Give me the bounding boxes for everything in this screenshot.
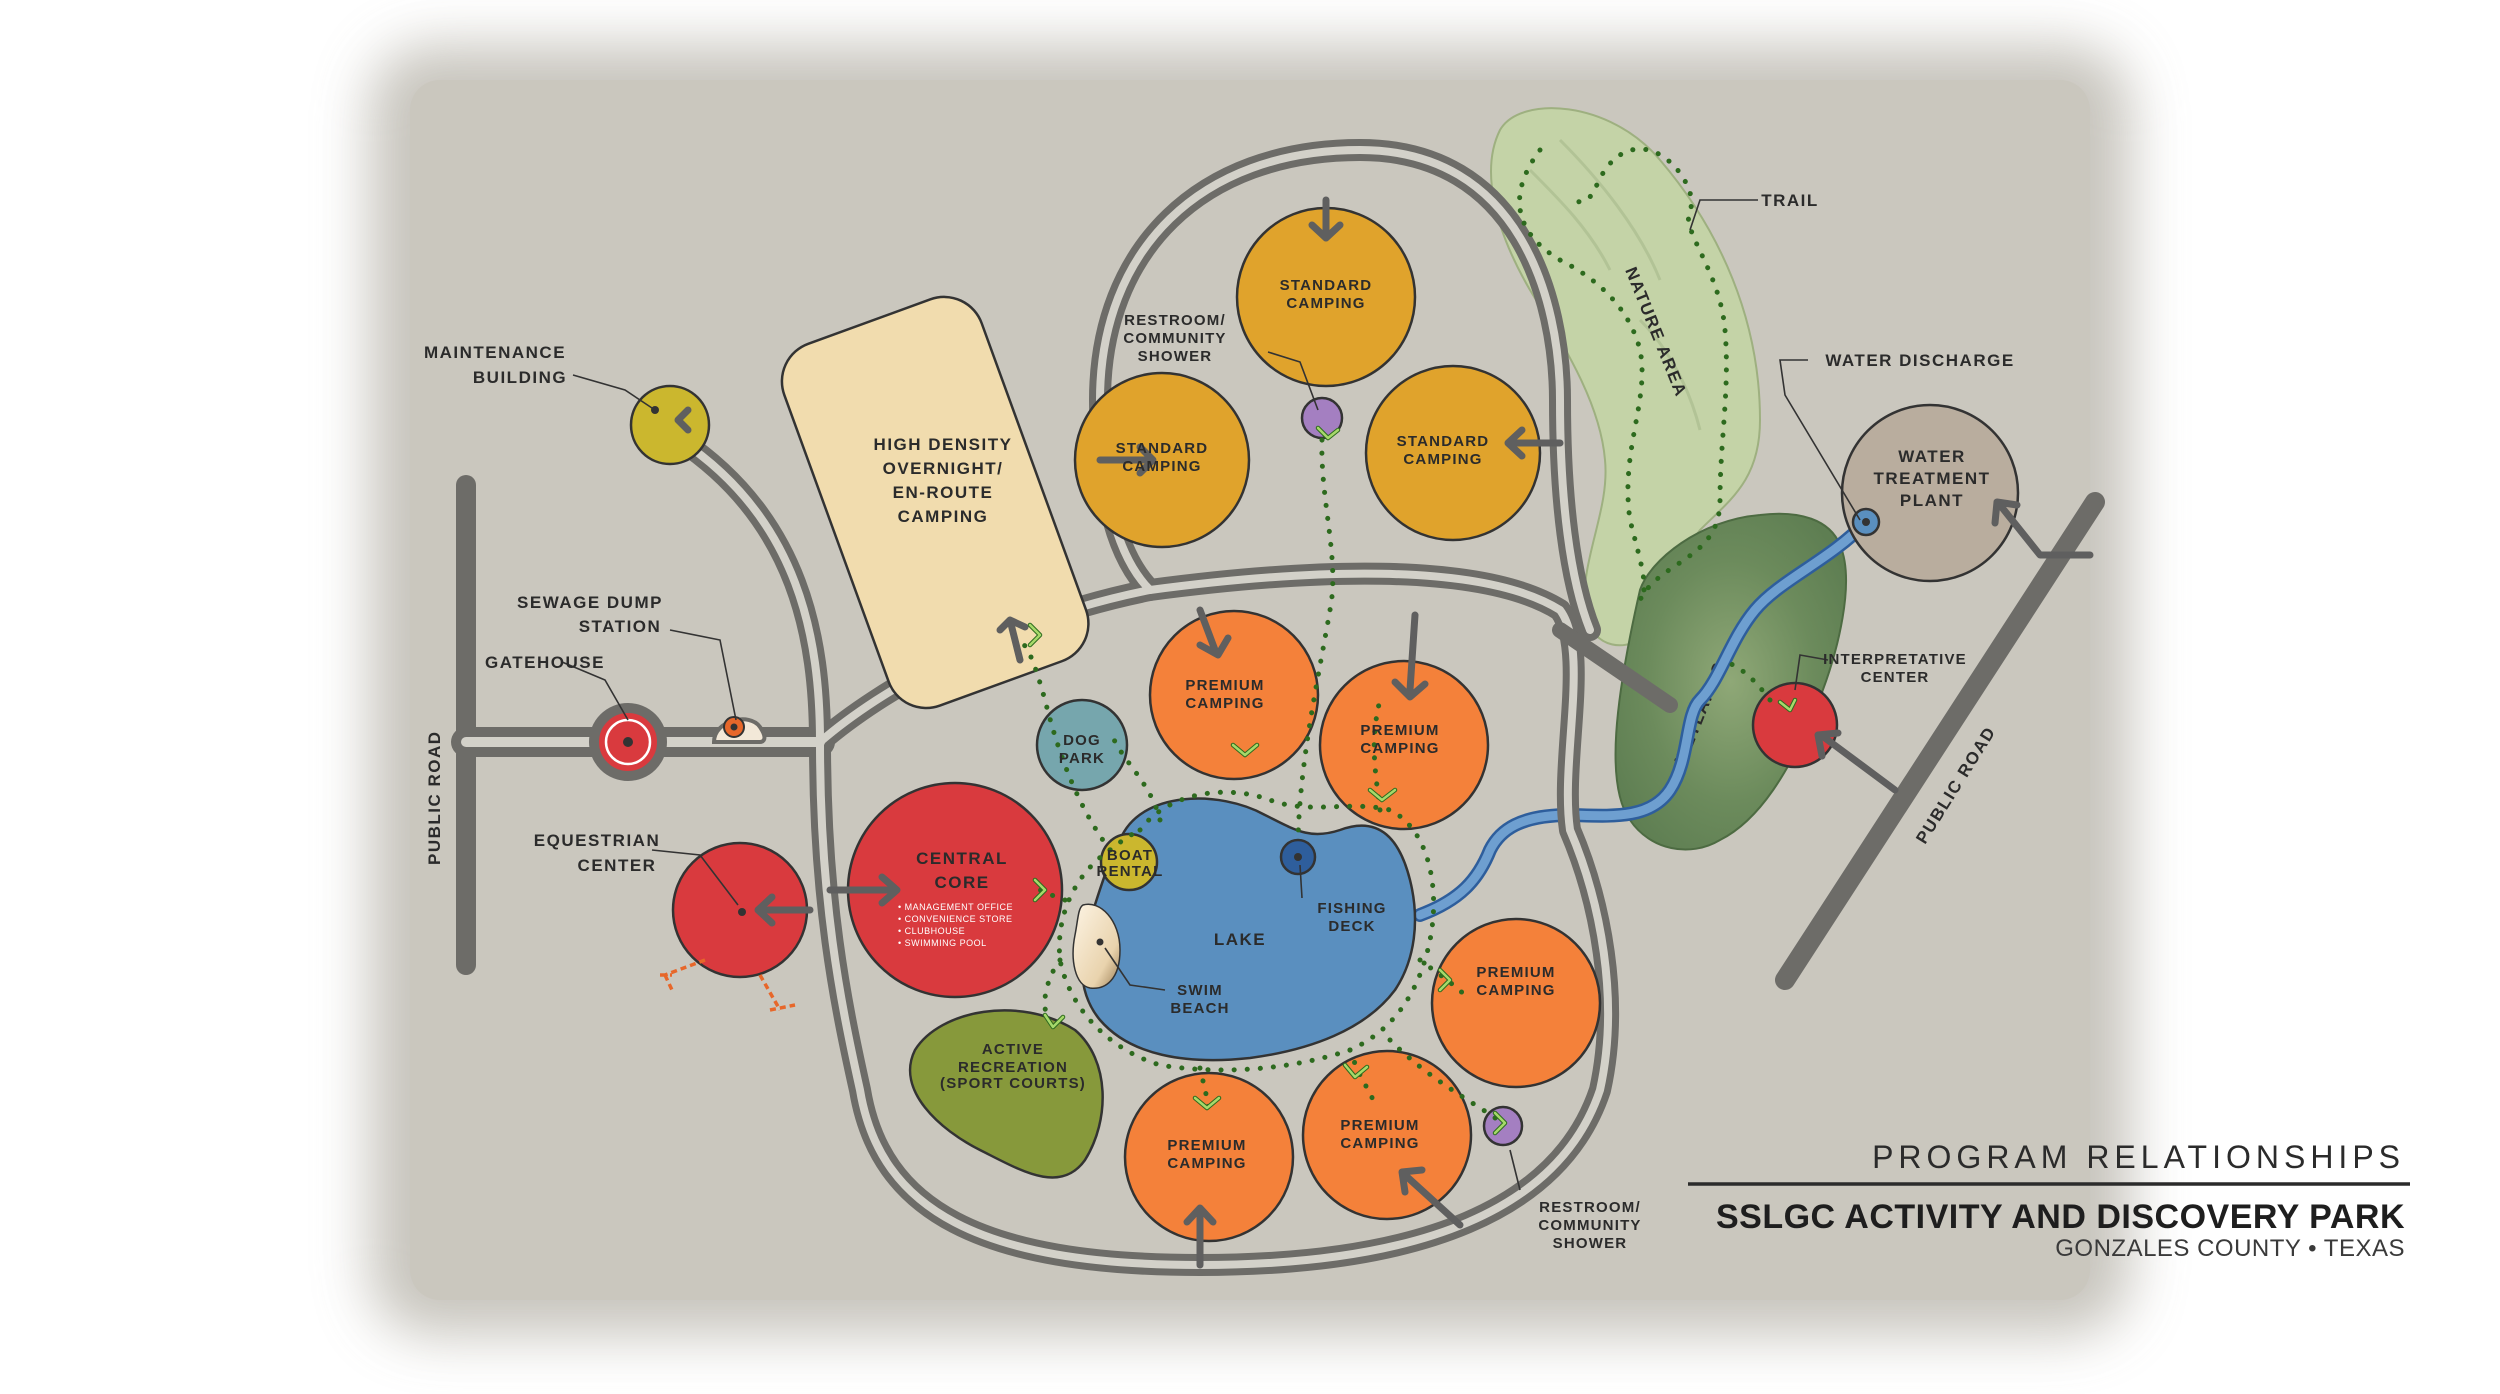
premium-camping-bottom-right[interactable] (1301, 1049, 1473, 1229)
standard-right-label-2: CAMPING (1403, 451, 1482, 468)
high-density-label-1: HIGH DENSITY (874, 435, 1013, 454)
premium-ul-label-2: CAMPING (1185, 695, 1264, 712)
restroom-bottom-label-3: SHOWER (1553, 1235, 1628, 1252)
title-heading: PROGRAM RELATIONSHIPS (1872, 1139, 2405, 1175)
sewage-label-1: SEWAGE DUMP (517, 593, 663, 612)
dog-park[interactable] (1035, 698, 1129, 792)
premium-bl-label-2: CAMPING (1167, 1155, 1246, 1172)
premium-camping-right[interactable] (1430, 917, 1602, 1089)
central-core-label-1: CENTRAL (916, 849, 1008, 868)
maintenance-label-1: MAINTENANCE (424, 343, 566, 362)
trail-label: TRAIL (1761, 191, 1819, 210)
central-core[interactable] (826, 781, 1064, 999)
fishing-deck-label-2: DECK (1328, 918, 1375, 935)
boat-rental-label-1: BOAT (1107, 847, 1153, 864)
premium-br-label-2: CAMPING (1340, 1135, 1419, 1152)
premium-ur-label-2: CAMPING (1360, 740, 1439, 757)
high-density-label-2: OVERNIGHT/ (883, 459, 1004, 478)
water-treatment-label-2: TREATMENT (1873, 469, 1990, 488)
central-core-label-2: CORE (934, 873, 989, 892)
dog-park-label-1: DOG (1063, 732, 1101, 749)
standard-top-label-1: STANDARD (1280, 277, 1373, 294)
maintenance-label-2: BUILDING (473, 368, 567, 387)
equestrian-label-2: CENTER (578, 856, 657, 875)
restroom-top-label-1: RESTROOM/ (1124, 312, 1226, 329)
dog-park-label-2: PARK (1059, 750, 1105, 767)
premium-ur-label-1: PREMIUM (1360, 722, 1439, 739)
central-core-item-1: • MANAGEMENT OFFICE (898, 902, 1013, 912)
water-discharge-label: WATER DISCHARGE (1825, 351, 2014, 370)
interpretative-label-2: CENTER (1861, 669, 1930, 686)
water-treatment-label-1: WATER (1898, 447, 1966, 466)
premium-ul-label-1: PREMIUM (1185, 677, 1264, 694)
trail-chevrons (1027, 425, 1798, 1136)
maintenance-building[interactable] (629, 384, 711, 466)
swim-beach (1072, 903, 1121, 989)
high-density-label-3: EN-ROUTE (893, 483, 994, 502)
title-block: PROGRAM RELATIONSHIPS SSLGC ACTIVITY AND… (1688, 1139, 2410, 1262)
standard-camping-left[interactable] (1073, 371, 1251, 549)
equestrian-label-1: EQUESTRIAN (534, 831, 660, 850)
restroom-bottom-label-1: RESTROOM/ (1539, 1199, 1641, 1216)
equestrian-center[interactable] (660, 841, 814, 1012)
central-core-item-4: • SWIMMING POOL (898, 938, 987, 948)
sewage-label-2: STATION (579, 617, 662, 636)
boat-rental[interactable] (1099, 832, 1159, 892)
premium-camping-bottom-left[interactable] (1123, 1071, 1295, 1269)
active-recreation-label-1: ACTIVE (982, 1041, 1044, 1058)
premium-r-label-2: CAMPING (1476, 982, 1555, 999)
premium-bl-label-1: PREMIUM (1167, 1137, 1246, 1154)
fishing-deck[interactable] (1279, 838, 1317, 876)
interpretative-center[interactable] (1751, 681, 1899, 794)
water-discharge-channel (1413, 515, 1873, 922)
standard-right-label-1: STANDARD (1397, 433, 1490, 450)
restroom-bottom-label-2: COMMUNITY (1538, 1217, 1641, 1234)
high-density-camping[interactable] (771, 286, 1100, 720)
standard-camping-top[interactable] (1235, 196, 1417, 388)
premium-r-label-1: PREMIUM (1476, 964, 1555, 981)
standard-top-label-2: CAMPING (1286, 295, 1365, 312)
swim-beach-label-1: SWIM (1177, 982, 1223, 999)
lake-label: LAKE (1214, 930, 1266, 949)
active-recreation[interactable] (908, 1009, 1104, 1179)
water-treatment-label-3: PLANT (1900, 491, 1964, 510)
public-road-left-label: PUBLIC ROAD (425, 730, 444, 865)
standard-left-label-2: CAMPING (1122, 458, 1201, 475)
active-recreation-label-3: (SPORT COURTS) (940, 1075, 1086, 1092)
high-density-label-4: CAMPING (898, 507, 989, 526)
sewage-dump-station[interactable] (711, 716, 767, 744)
fishing-deck-label-1: FISHING (1317, 900, 1386, 917)
premium-br-label-1: PREMIUM (1340, 1117, 1419, 1134)
standard-left-label-1: STANDARD (1116, 440, 1209, 457)
central-core-item-3: • CLUBHOUSE (898, 926, 965, 936)
restroom-top-label-2: COMMUNITY (1123, 330, 1226, 347)
premium-camping-upper-right[interactable] (1318, 611, 1490, 831)
gatehouse[interactable] (589, 703, 667, 781)
title-project: SSLGC ACTIVITY AND DISCOVERY PARK (1716, 1198, 2405, 1236)
interpretative-label-1: INTERPRETATIVE (1823, 651, 1967, 668)
premium-camping-upper-left[interactable] (1148, 606, 1320, 781)
swim-beach-label-2: BEACH (1170, 1000, 1229, 1017)
central-core-item-2: • CONVENIENCE STORE (898, 914, 1013, 924)
map-labels: PUBLIC ROAD PUBLIC ROAD MAINTENANCE BUIL… (424, 191, 2014, 1252)
standard-camping-right[interactable] (1364, 364, 1564, 542)
title-location: GONZALES COUNTY • TEXAS (2055, 1235, 2405, 1262)
gatehouse-label: GATEHOUSE (485, 653, 605, 672)
boat-rental-label-2: RENTAL (1097, 863, 1164, 880)
water-treatment-plant[interactable] (1840, 403, 2094, 583)
active-recreation-label-2: RECREATION (958, 1059, 1068, 1076)
restroom-top-label-3: SHOWER (1138, 348, 1213, 365)
leader-lines (561, 199, 1861, 1191)
public-roads (456, 475, 2105, 990)
